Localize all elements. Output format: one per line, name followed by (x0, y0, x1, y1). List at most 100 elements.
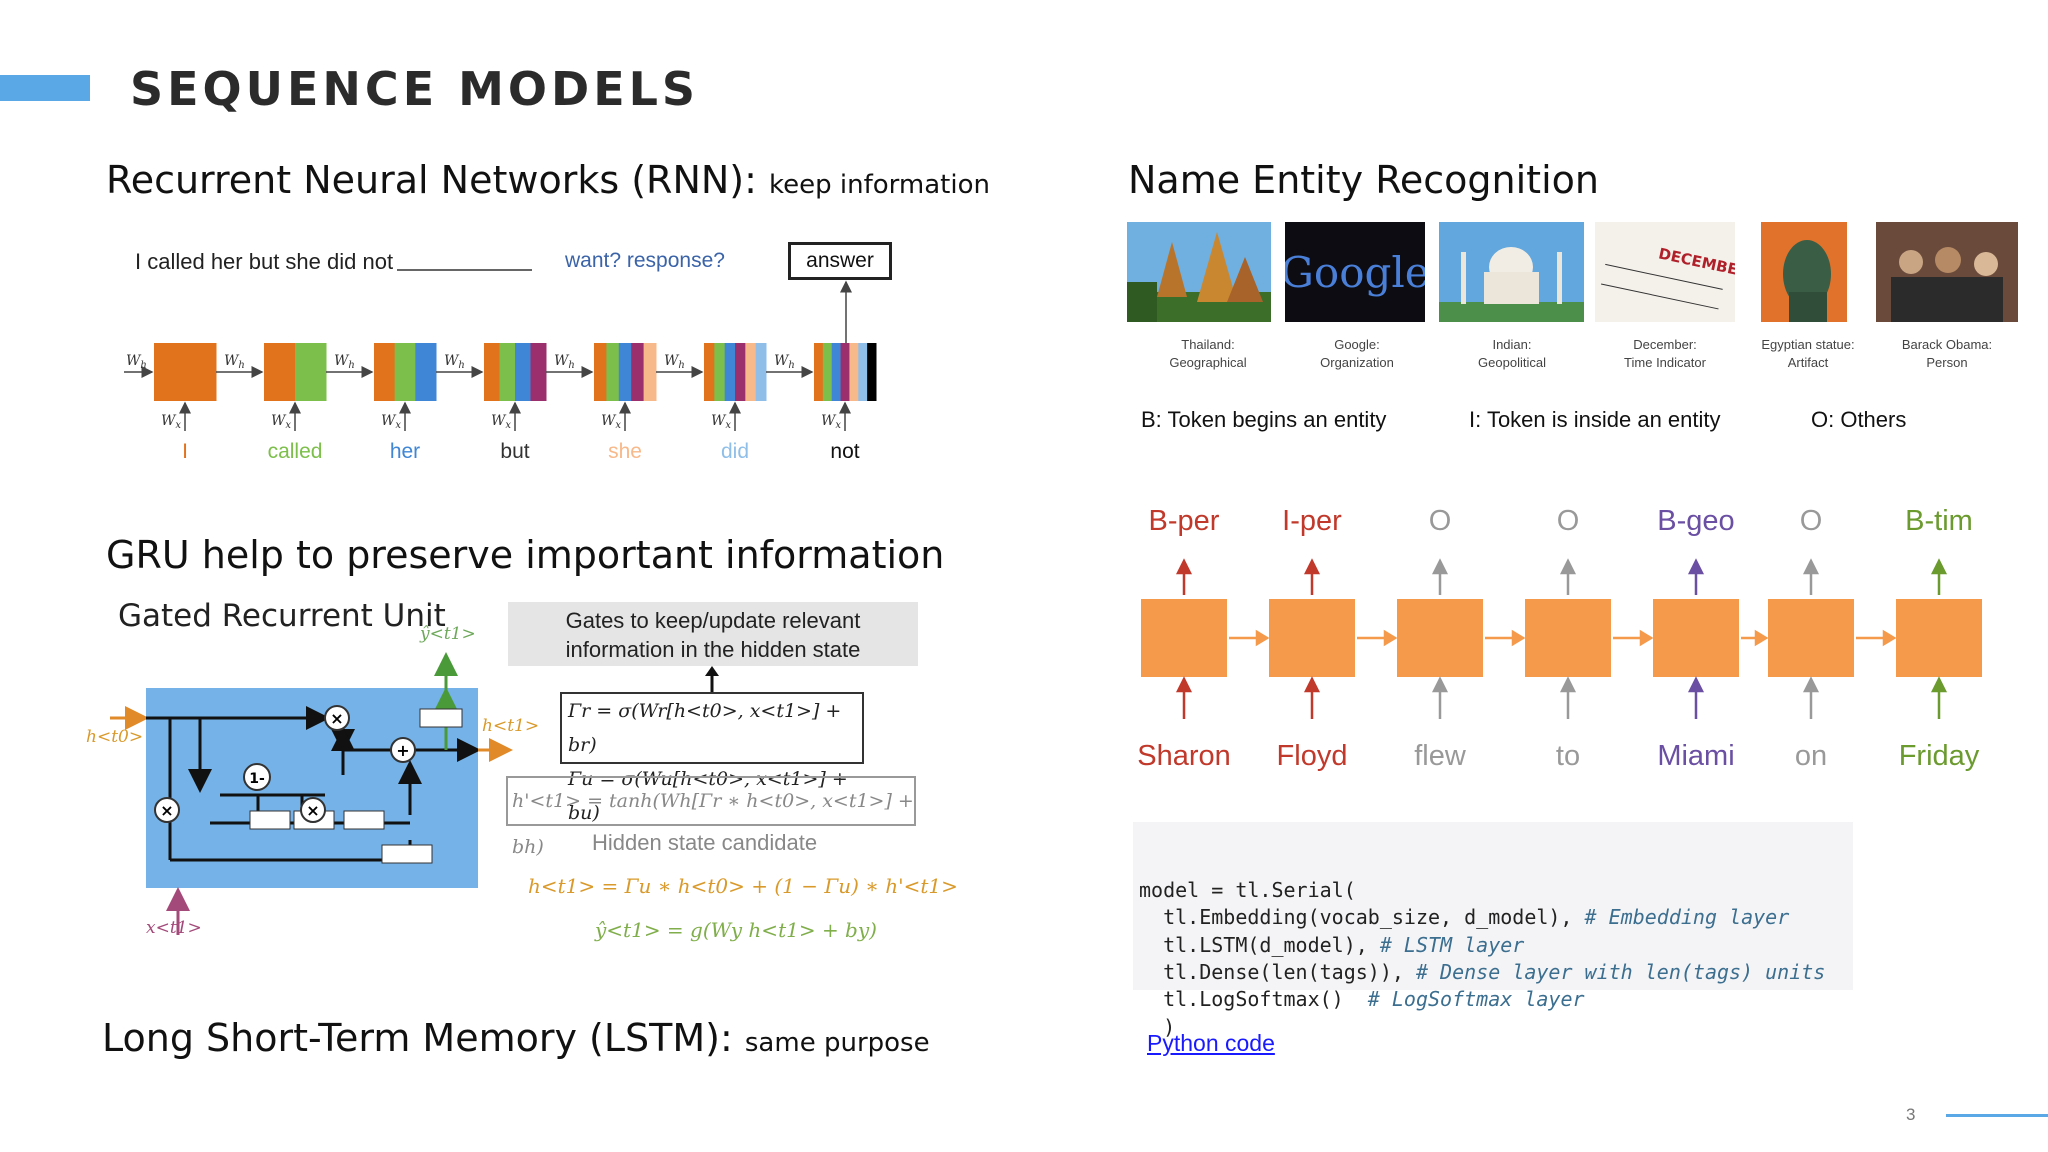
rnn-word: her (389, 440, 421, 463)
rnn-cell-stripe (755, 343, 767, 401)
rnn-cell-stripe (264, 343, 296, 401)
code-line: tl.LogSoftmax() # LogSoftmax layer (1139, 986, 1853, 1013)
ner-caption-type: Geographical (1169, 355, 1247, 370)
ner-tag: O (1428, 505, 1452, 537)
ner-hidden-arrow (1741, 629, 1769, 647)
ner-cell (1397, 599, 1483, 677)
code-block: model = tl.Serial( tl.Embedding(vocab_si… (1133, 822, 1853, 1039)
rnn-sentence-text: I called her but she did not (135, 249, 394, 274)
lstm-heading-text: Long Short-Term Memory (LSTM): (102, 1016, 733, 1060)
gru-label-x: x<t1> (146, 918, 202, 938)
ner-diagram (1141, 558, 1982, 719)
ner-caption-type: Person (1926, 355, 1968, 370)
gates-text-2: information in the hidden state (565, 637, 861, 662)
rnn-sentence: I called her but she did not (135, 249, 533, 275)
ner-caption-type: Geopolitical (1478, 355, 1546, 370)
accent-bar (0, 75, 90, 101)
op-mul-3 (300, 797, 326, 823)
code-text: tl.LSTM(d_model), (1139, 932, 1380, 957)
ner-caption-entity: Google: (1334, 337, 1380, 352)
ner-tag: I-per (1282, 505, 1342, 537)
lstm-heading: Long Short-Term Memory (LSTM): same purp… (102, 1016, 930, 1060)
op-add (390, 737, 416, 763)
ner-cell (1269, 599, 1355, 677)
google-image: Google (1285, 222, 1425, 322)
op-one-minus-label: 1- (249, 771, 265, 787)
obama-image (1876, 222, 2018, 322)
google-image-text: Google (1285, 248, 1425, 297)
ner-caption-type: Organization (1320, 355, 1394, 370)
rnn-wx-label: Wx (381, 413, 401, 431)
code-text: tl.LogSoftmax() (1139, 987, 1368, 1012)
op-mul-1 (324, 705, 350, 731)
rnn-cell-stripe (606, 343, 620, 401)
eq-reset-gate: Γr = σ(Wr[h<t0>, x<t1>] + br) (568, 700, 842, 756)
answer-box: answer (788, 242, 892, 280)
gru-heading: GRU help to preserve important informati… (106, 533, 945, 577)
page-number: 3 (1906, 1105, 1916, 1124)
gate-sigmoid-3 (343, 810, 385, 830)
ner-example-caption: Egyptian statue:Artifact (1733, 336, 1883, 372)
rnn-cell-stripe (745, 343, 757, 401)
ner-input-arrow (1303, 676, 1321, 719)
code-text: tl.Dense(len(tags)), (1139, 959, 1416, 984)
rnn-cell-stripe (831, 343, 842, 401)
ner-word: to (1555, 740, 1581, 772)
rnn-heading: Recurrent Neural Networks (RNN): keep in… (106, 158, 990, 202)
eq-hidden-state: h<t1> = Γu ∗ h<t0> + (1 − Γu) ∗ h'<t1> (528, 874, 958, 898)
gru-title: Gated Recurrent Unit (118, 598, 446, 634)
python-code-link[interactable]: Python code (1147, 1030, 1275, 1056)
ner-caption-entity: Thailand: (1181, 337, 1235, 352)
december-image: DECEMBER (1595, 222, 1735, 322)
code-line: model = tl.Serial( (1139, 877, 1853, 904)
ner-input-arrow (1431, 676, 1449, 719)
ner-output-arrow (1802, 558, 1820, 595)
gates-text-1: Gates to keep/update relevant (565, 608, 861, 633)
rnn-word: she (608, 440, 642, 463)
ner-tag: O (1556, 505, 1580, 537)
india-image (1439, 222, 1584, 322)
ner-input-arrow (1802, 676, 1820, 719)
op-one-minus (243, 763, 271, 791)
rnn-cell-stripe (484, 343, 500, 401)
op-mul-2 (154, 797, 180, 823)
thailand-image (1127, 222, 1271, 322)
ner-word: Sharon (1137, 740, 1231, 772)
rnn-wx-label: Wx (711, 413, 731, 431)
candidate-label: Hidden state candidate (592, 830, 818, 855)
legend-o: O: Others (1811, 407, 1907, 432)
rnn-cell-stripe (415, 343, 437, 401)
rnn-wh-label: Wh (774, 353, 795, 371)
ner-word: on (1794, 740, 1828, 772)
rnn-word: I (182, 440, 188, 463)
ner-caption-type: Artifact (1787, 355, 1829, 370)
egypt-image (1761, 222, 1847, 322)
slide-title: SEQUENCE MODELS (130, 62, 700, 116)
gru-label-h-out: h<t1> (482, 716, 539, 736)
ner-example-caption: Barack Obama:Person (1872, 336, 2022, 372)
rnn-cell-stripe (394, 343, 416, 401)
rnn-cell-stripe (374, 343, 396, 401)
ner-tag: B-tim (1905, 505, 1973, 537)
ner-tag: B-geo (1657, 505, 1735, 537)
rnn-cell-stripe (867, 343, 877, 401)
blank-line (397, 269, 533, 271)
gate-tanh (381, 844, 433, 864)
rnn-wx-label: Wx (491, 413, 511, 431)
rnn-cell-stripe (840, 343, 850, 401)
rnn-wh-label: Wh (126, 353, 147, 371)
gate-sigmoid-1 (249, 810, 291, 830)
rnn-cell-stripe (814, 343, 824, 401)
rnn-heading-note: keep information (769, 170, 990, 200)
code-text: tl.Embedding(vocab_size, d_model), (1139, 905, 1585, 930)
op-mul-3-label: × (306, 801, 319, 820)
ner-word: Miami (1657, 740, 1735, 772)
ner-hidden-arrow (1613, 629, 1654, 647)
eq-candidate: h'<t1> = tanh(Wh[Γr ∗ h<t0>, x<t1>] + bh… (506, 776, 916, 858)
ner-example-caption: December:Time Indicator (1590, 336, 1740, 372)
footer-accent-line (1946, 1114, 2048, 1117)
rnn-word: did (720, 440, 750, 463)
ner-example-caption: Google: Organization (1282, 336, 1432, 372)
rnn-wx-label: Wx (271, 413, 291, 431)
ner-input-arrow (1175, 676, 1193, 719)
